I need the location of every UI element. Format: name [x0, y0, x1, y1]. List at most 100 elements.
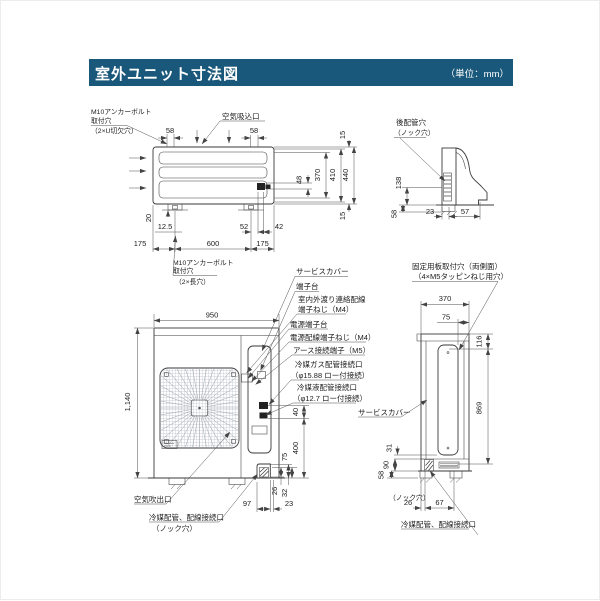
earth-label: アース接続端子（M5）	[293, 345, 370, 355]
front-pipe-label-1: 冷媒配管、配線接続口	[149, 512, 224, 522]
rear-pipe-hole-view: 後配管穴 （ノック穴） 138 58 23 57	[390, 117, 494, 220]
dim-26-front: 26	[270, 487, 279, 495]
air-inlet-label: 空気吸込口	[222, 111, 260, 121]
dim-75-side: 75	[442, 313, 450, 322]
dim-67: 67	[435, 498, 443, 507]
rear-leg	[441, 204, 456, 212]
front-legs	[168, 477, 246, 490]
dim-90: 90	[382, 461, 391, 469]
svg-text:175: 175	[256, 239, 269, 248]
rear-panel	[441, 147, 457, 206]
air-outlet-label: 空気吹出口	[134, 494, 172, 504]
air-outlet-leader	[134, 431, 231, 505]
intake-slot-2	[158, 166, 268, 179]
anchor-bolt-u-label: M10アンカーボルト 取付穴 （2×U切欠穴）	[91, 108, 168, 145]
dim-950: 950	[206, 311, 219, 320]
side-service-cover-leader	[358, 399, 428, 418]
dim-58-rear: 58	[390, 210, 399, 218]
side-view: 固定用板取付穴（両側面） （4×M5タッピンねじ用穴） 370 75 116 8…	[358, 261, 508, 536]
side-pipe-leader	[429, 470, 479, 536]
side-legs	[419, 470, 463, 483]
fixing-plate	[437, 344, 459, 456]
dim-58-left: 58	[158, 126, 183, 147]
fan-hub	[191, 399, 208, 417]
rear-profile-inner	[455, 152, 466, 170]
rear-hole-label: 後配管穴	[396, 117, 426, 127]
gas-pipe-fitting	[259, 402, 268, 409]
svg-text:15: 15	[338, 131, 347, 139]
svg-text:20: 20	[144, 214, 153, 222]
depth-dims: 48 370 410 440 15 15	[266, 131, 357, 220]
dim-23-rear: 23	[426, 207, 434, 216]
valve-cover-box	[251, 425, 268, 435]
intake-slot-1	[158, 151, 268, 165]
liquid-pipe-label-1: 冷媒液配管接続口	[297, 382, 357, 392]
top-view: 58 58 空気吸込口 M10アンカーボルト 取付穴 （2×U切欠穴） 48	[91, 108, 357, 286]
rating-plate	[161, 440, 178, 449]
front-knockout	[256, 463, 271, 478]
front-callouts: サービスカバー 端子台 室内外渡り連絡配線 端子ねじ（M4） 電源端子台 電源配…	[246, 267, 375, 416]
service-panel	[247, 345, 272, 454]
dim-23-front: 23	[285, 499, 293, 508]
title-bar: 室外ユニット寸法図 （単位：mm）	[89, 59, 513, 86]
fixing-plate-leader	[412, 281, 499, 351]
svg-text:取付穴: 取付穴	[91, 116, 112, 125]
pipe-fitting-top-1	[257, 183, 265, 190]
svg-text:58: 58	[166, 126, 174, 135]
svg-text:15: 15	[338, 212, 347, 220]
front-right-dims: 40 400 75 26 32 97 23	[243, 405, 309, 512]
knockout-note: （ノック穴）	[389, 493, 430, 502]
svg-text:175: 175	[134, 239, 147, 248]
power-terminal-label: 電源端子台	[290, 319, 328, 329]
svg-text:42: 42	[275, 222, 283, 231]
svg-text:370: 370	[313, 169, 322, 182]
svg-text:410: 410	[328, 169, 337, 182]
dim-26-side: 26	[404, 498, 412, 507]
mounting-feet	[162, 204, 264, 211]
dim-97: 97	[243, 499, 251, 508]
rear-profile-curve	[455, 147, 488, 206]
fan-grille	[159, 367, 240, 449]
dim-57: 57	[461, 207, 469, 216]
airflow-arrow-icons	[129, 130, 232, 191]
rear-knockout-hatch	[443, 172, 452, 202]
dim-58-right: 58	[241, 126, 267, 147]
dim-400: 400	[291, 442, 300, 455]
anchor-bolt-slot-label: M10アンカーボルト 取付穴 （2×長穴）	[172, 235, 234, 286]
dim-40: 40	[291, 408, 300, 416]
svg-text:（2×長穴）: （2×長穴）	[175, 277, 210, 286]
svg-text:（2×U切欠穴）: （2×U切欠穴）	[91, 126, 138, 135]
liquid-pipe-label-2: （φ12.7 ロー付接続）	[293, 393, 367, 403]
side-top-lip	[416, 333, 421, 342]
dim-58-side: 58	[377, 471, 386, 479]
svg-text:M10アンカーボルト: M10アンカーボルト	[173, 259, 234, 267]
fixing-plate-label-1: 固定用板取付穴（両側面）	[412, 261, 502, 271]
pipe-fitting-top-2	[265, 184, 271, 189]
title-bar-background	[89, 59, 513, 86]
dim-370-side: 370	[439, 294, 452, 303]
dim-1140: 1,140	[123, 393, 132, 412]
service-cover-label: サービスカバー	[296, 267, 349, 276]
svg-text:52: 52	[240, 222, 248, 231]
crossover-label-1: 室内外渡り連絡配線	[298, 294, 366, 304]
front-pipe-label-2: （ノック穴）	[152, 523, 197, 533]
svg-text:M10アンカーボルト: M10アンカーボルト	[91, 108, 152, 116]
air-inlet-leader	[201, 120, 265, 145]
side-service-cover-label: サービスカバー	[358, 408, 411, 417]
side-body	[420, 333, 470, 472]
svg-text:取付穴: 取付穴	[173, 266, 194, 275]
intake-slot-3	[158, 180, 268, 199]
base-vent-slots	[438, 461, 460, 469]
svg-text:48: 48	[295, 176, 304, 184]
svg-text:440: 440	[341, 169, 350, 182]
bottom-dims: 20 12.5 52 42 175 600 175	[134, 192, 283, 252]
unit-note: （単位：mm）	[446, 68, 509, 80]
dim-32: 32	[280, 489, 289, 497]
svg-text:12.5: 12.5	[158, 222, 173, 231]
side-pipe-label: 冷媒配管、配線接続口	[401, 519, 476, 529]
front-pipe-leader	[149, 473, 258, 523]
gas-pipe-label-1: 冷媒ガス配管接続口	[295, 359, 363, 369]
dim-116: 116	[475, 336, 484, 348]
